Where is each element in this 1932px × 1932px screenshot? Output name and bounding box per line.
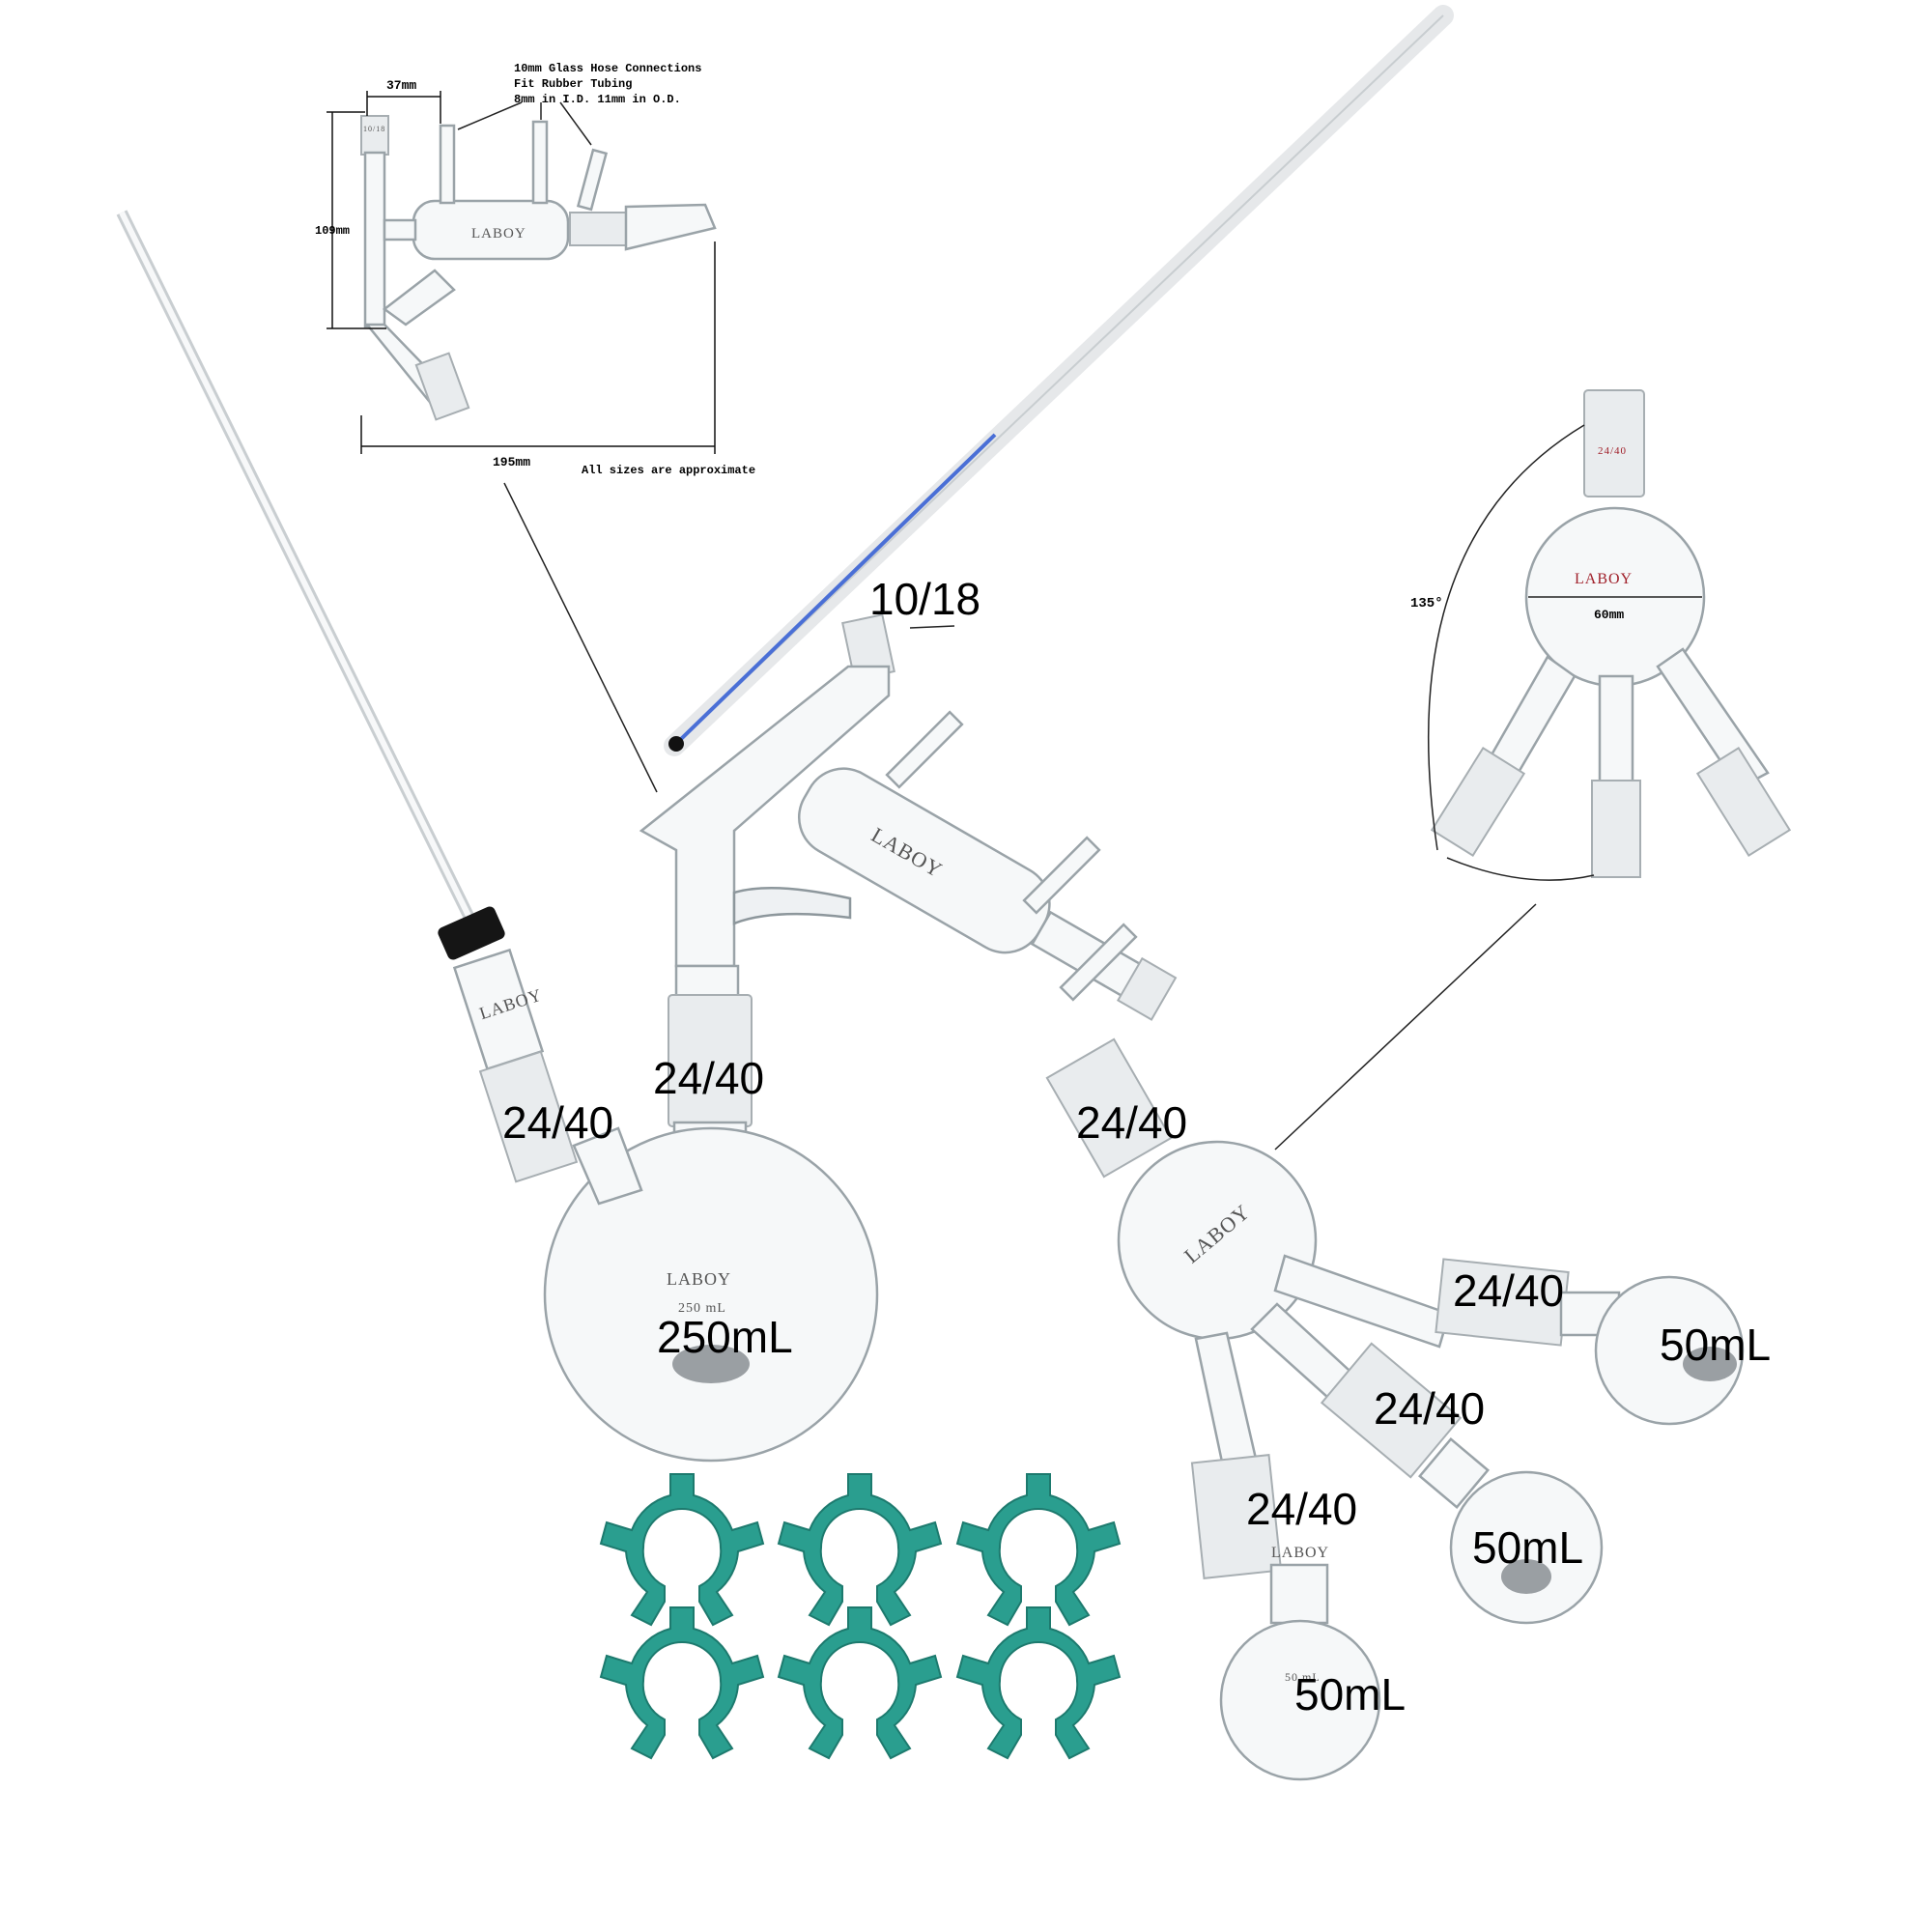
cow-angle: 135° (1410, 596, 1443, 611)
keck-clip (777, 1606, 943, 1760)
receiver-3-joint-label: 24/40 (1246, 1484, 1357, 1534)
diagram-brand: LABOY (471, 226, 526, 242)
receiver-1-volume-label: 50mL (1660, 1320, 1771, 1370)
round-bottom-flask-250: LABOY 250 mL (543, 994, 879, 1463)
flask-brand: LABOY (667, 1269, 731, 1289)
callout-line-2: Fit Rubber Tubing (514, 77, 632, 91)
angle-arc (1446, 857, 1595, 881)
keck-clip (599, 1606, 765, 1760)
thermometer (664, 5, 1454, 756)
cow-joint: 24/40 (1598, 445, 1627, 457)
callout-arrow (457, 101, 523, 130)
flask-volume-label: 250mL (657, 1312, 793, 1362)
dimension-width-bottom: 195mm (493, 455, 530, 469)
callout-line-1: 10mm Glass Hose Connections (514, 62, 701, 75)
dimension-drawing: LABOY 10/18 10mm Glass Hose Connections … (315, 62, 755, 477)
pointer-line (503, 482, 658, 793)
keck-clip-body (955, 1473, 1122, 1627)
receiver-2-volume-label: 50mL (1472, 1522, 1583, 1573)
inlet-tube (116, 210, 505, 960)
approximate-note: All sizes are approximate (582, 464, 755, 477)
pointer-line (1274, 903, 1537, 1151)
keck-clip (955, 1606, 1122, 1760)
keck-clip-body (777, 1606, 943, 1760)
condenser: LABOY (797, 710, 1178, 1021)
thermometer-joint-pointer (909, 625, 955, 629)
distillation-head (639, 613, 895, 1007)
keck-clip (777, 1473, 943, 1627)
dimension-width-top: 37mm (386, 78, 416, 93)
cow-brand: LABOY (1575, 571, 1633, 587)
keck-clips (599, 1473, 1122, 1760)
cow-adapter-assembled: LABOY (1117, 1140, 1570, 1579)
cow-adapter-detail: LABOY 60mm 24/40 135° (1410, 389, 1792, 881)
keck-clip (599, 1473, 765, 1627)
dimension-height: 109mm (315, 224, 350, 238)
condenser-joint-label: 24/40 (1076, 1097, 1187, 1148)
head-joint-label: 24/40 (653, 1053, 764, 1103)
cow-diameter: 60mm (1594, 608, 1624, 622)
receiver-1-joint-label: 24/40 (1453, 1265, 1564, 1316)
flask-etched-volume: 250 mL (678, 1301, 726, 1316)
receiver-flask-1 (1559, 1275, 1745, 1426)
keck-clip-body (955, 1606, 1122, 1760)
callout-line-3: 8mm in I.D. 11mm in O.D. (514, 93, 681, 106)
angle-arc (1428, 424, 1585, 851)
receiver-flask-3: LABOY 50 mL (1219, 1545, 1381, 1781)
callout-arrow (559, 101, 592, 146)
receiver-etched-volume: 50 mL (1285, 1670, 1321, 1684)
receiver-3-volume-label: 50mL (1294, 1669, 1406, 1719)
receiver-brand: LABOY (1271, 1545, 1329, 1561)
keck-clip-body (599, 1473, 765, 1627)
condenser-joint (1045, 1037, 1173, 1179)
keck-clip-body (777, 1473, 943, 1627)
keck-clip (955, 1473, 1122, 1627)
receiver-2-joint-label: 24/40 (1374, 1383, 1485, 1434)
receiver-flask-2 (1418, 1437, 1604, 1625)
diagram-joint-mark: 10/18 (363, 125, 385, 133)
thermometer-joint-label: 10/18 (869, 574, 980, 624)
inlet-joint-label: 24/40 (502, 1097, 613, 1148)
keck-clip-body (599, 1606, 765, 1760)
